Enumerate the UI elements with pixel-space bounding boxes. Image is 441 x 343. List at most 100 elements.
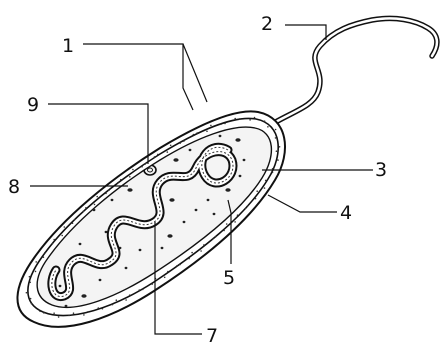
wall-dot (83, 211, 85, 213)
wall-dot (145, 163, 147, 165)
wall-dot (164, 277, 166, 279)
wall-dot (276, 150, 278, 152)
wall-dot (154, 156, 156, 158)
leader-line-1 (83, 44, 193, 110)
wall-dot (275, 137, 277, 139)
wall-dot (43, 312, 45, 314)
wall-dot (234, 221, 236, 223)
wall-dot (53, 239, 55, 241)
ribosome (65, 305, 68, 307)
wall-dot (74, 219, 76, 221)
wall-dot (39, 311, 41, 313)
wall-dot (35, 261, 37, 263)
wall-dot (44, 252, 46, 254)
wall-dot (264, 120, 266, 122)
wall-dot (141, 166, 143, 168)
label-9: 9 (27, 94, 39, 116)
wall-dot (87, 311, 89, 313)
wall-dot (188, 258, 190, 260)
ribosome (161, 247, 164, 249)
wall-dot (29, 276, 31, 278)
label-4: 4 (340, 202, 352, 224)
wall-dot (35, 271, 37, 273)
wall-dot (234, 118, 236, 120)
wall-dot (196, 132, 198, 134)
ribosome (139, 249, 142, 251)
label-2: 2 (261, 13, 273, 35)
label-1: 1 (62, 35, 74, 57)
wall-dot (191, 252, 193, 254)
ribosome (167, 234, 172, 238)
leader-line-4 (268, 195, 337, 212)
ribosome (243, 159, 246, 161)
wall-dot (157, 154, 159, 156)
ribosome (173, 158, 178, 162)
ribosome (239, 175, 242, 177)
wall-dot (142, 289, 144, 291)
ribosome (219, 135, 222, 137)
wall-dot (132, 169, 134, 171)
ribosome (169, 198, 174, 202)
wall-dot (129, 294, 131, 296)
ribosome (81, 294, 86, 298)
wall-dot (112, 304, 114, 306)
label-8: 8 (8, 176, 20, 198)
ribosome (59, 285, 62, 287)
wall-dot (68, 315, 70, 317)
wall-dot (52, 243, 54, 245)
ribosome (235, 138, 240, 142)
wall-dot (245, 208, 247, 210)
wall-dot (94, 204, 96, 206)
wall-dot (249, 119, 251, 121)
wall-dot (170, 145, 172, 147)
wall-dot (277, 159, 279, 161)
wall-dot (96, 196, 98, 198)
wall-dot (203, 244, 205, 246)
ribosome (79, 243, 82, 245)
wall-dot (256, 190, 258, 192)
leader-line-2 (285, 25, 326, 40)
leader-line-1b (183, 44, 207, 102)
wall-dot (73, 312, 75, 314)
leader-line-9 (48, 104, 148, 164)
wall-dot (72, 222, 74, 224)
wall-dot (64, 226, 66, 228)
wall-dot (43, 256, 45, 258)
wall-dot (239, 118, 241, 120)
wall-dot (26, 292, 28, 294)
wall-dot (120, 179, 122, 181)
wall-dot (151, 283, 153, 285)
wall-dot (210, 125, 212, 127)
ribosome (189, 149, 192, 151)
wall-dot (226, 223, 228, 225)
ribosome (225, 188, 230, 192)
wall-dot (30, 298, 32, 300)
ribosome (127, 188, 132, 192)
wall-dot (102, 308, 104, 310)
wall-dot (275, 129, 277, 131)
wall-dot (98, 307, 100, 309)
wall-dot (272, 172, 274, 174)
wall-dot (61, 235, 63, 237)
wall-dot (125, 299, 127, 301)
label-3: 3 (375, 159, 387, 181)
wall-dot (255, 198, 257, 200)
wall-dot (167, 151, 169, 153)
wall-dot (179, 142, 181, 144)
wall-dot (129, 176, 131, 178)
wall-dot (53, 312, 55, 314)
wall-dot (85, 207, 87, 209)
wall-dot (264, 187, 266, 189)
wall-dot (237, 214, 239, 216)
wall-dot (83, 314, 85, 316)
wall-dot (105, 193, 107, 195)
flagellum (262, 18, 437, 130)
ribosome (99, 279, 102, 281)
wall-dot (272, 168, 274, 170)
wall-dot (247, 205, 249, 207)
wall-dot (267, 126, 269, 128)
ribosome (93, 209, 96, 211)
wall-dot (193, 134, 195, 136)
wall-dot (212, 238, 214, 240)
wall-dot (117, 182, 119, 184)
